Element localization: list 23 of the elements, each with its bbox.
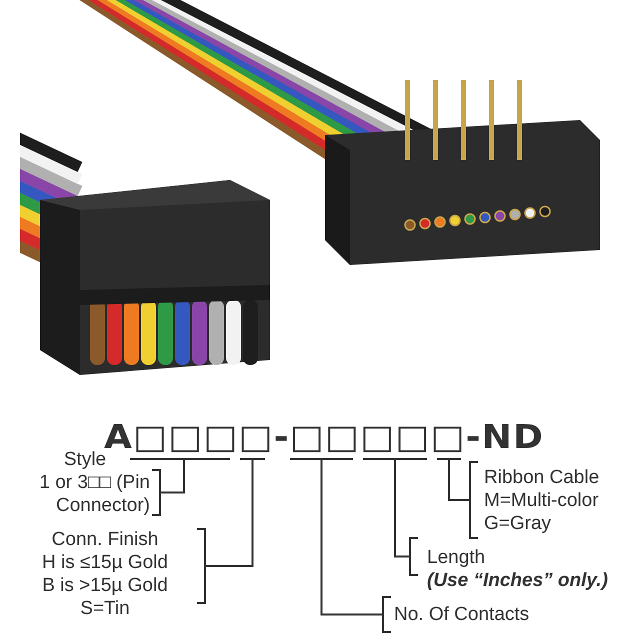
- heading-text: Length: [427, 546, 486, 569]
- option-text: B is >15µ Gold: [41, 574, 169, 597]
- underline-bar: [437, 458, 461, 460]
- option-text: 1 or 3□□ (Pin Connector): [38, 471, 150, 517]
- option-text: S=Tin: [79, 597, 131, 620]
- option-text: M=Multi-color: [484, 489, 600, 512]
- underline-bar: [363, 458, 427, 460]
- leader-line: [205, 460, 254, 567]
- leader-line: [320, 460, 383, 616]
- underline-bar: [240, 458, 265, 460]
- part-number: A□□□□-□□□□□-ND: [104, 418, 544, 456]
- heading-text: Conn. Finish: [50, 528, 160, 551]
- heading-text: No. Of Contacts: [394, 603, 530, 626]
- leader-line: [160, 460, 185, 494]
- option-text: H is ≤15µ Gold: [41, 551, 169, 574]
- underline-bar: [290, 458, 353, 460]
- heading-text: Style: [62, 449, 106, 471]
- underline-bar: [130, 458, 230, 460]
- leader-line: [394, 460, 410, 558]
- note-text: (Use “Inches” only.): [427, 569, 609, 592]
- leader-line: [448, 460, 470, 501]
- option-text: G=Gray: [484, 512, 552, 535]
- heading-text: Ribbon Cable: [484, 466, 600, 489]
